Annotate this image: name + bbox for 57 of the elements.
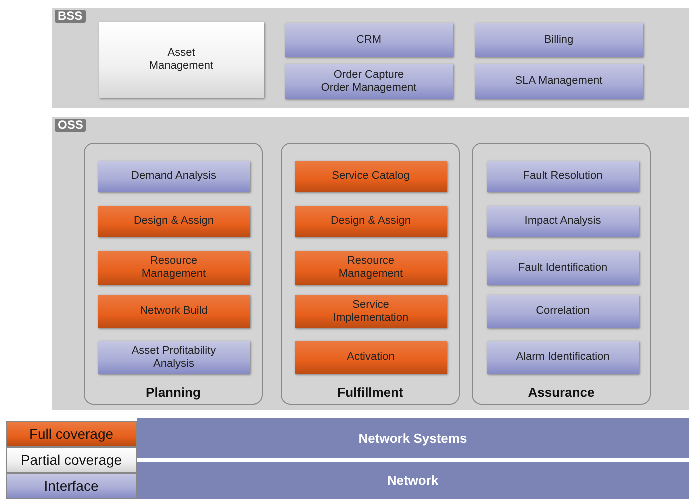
box-label: Correlation bbox=[536, 305, 590, 318]
layer-band bbox=[137, 418, 689, 458]
box-label: Activation bbox=[347, 351, 395, 364]
heading: Planning bbox=[145, 386, 202, 399]
box-label: Alarm Identification bbox=[516, 351, 610, 364]
layer-band bbox=[137, 462, 689, 499]
box-label: Impact Analysis bbox=[524, 215, 602, 228]
section-panel bbox=[52, 117, 689, 410]
process-box bbox=[285, 23, 453, 57]
process-box bbox=[98, 206, 250, 237]
group-panel bbox=[281, 143, 460, 405]
process-box bbox=[99, 22, 264, 98]
legend-label: Full coverage bbox=[29, 426, 114, 442]
heading: Network Systems bbox=[358, 432, 468, 444]
process-box bbox=[295, 295, 447, 328]
legend-label: Interface bbox=[44, 478, 99, 494]
process-box bbox=[285, 64, 453, 99]
heading: Network bbox=[387, 474, 439, 487]
box-label: Asset Management bbox=[148, 47, 215, 73]
process-box bbox=[98, 341, 250, 374]
box-label: Service Implementation bbox=[332, 298, 410, 324]
process-box bbox=[487, 206, 639, 237]
group-panel bbox=[84, 143, 263, 405]
box-label: Billing bbox=[544, 34, 574, 46]
heading: BSS bbox=[55, 10, 86, 23]
process-box bbox=[475, 64, 643, 99]
process-box bbox=[295, 251, 447, 285]
process-box bbox=[487, 161, 639, 192]
heading: Assurance bbox=[527, 386, 596, 399]
process-box bbox=[487, 251, 639, 285]
box-label: Network Build bbox=[140, 305, 208, 318]
box-label: Order Capture Order Management bbox=[320, 68, 418, 94]
process-box bbox=[295, 206, 447, 237]
heading: OSS bbox=[55, 119, 86, 132]
process-box bbox=[295, 341, 447, 374]
heading: Fulfillment bbox=[336, 386, 404, 399]
process-box bbox=[295, 161, 447, 192]
box-label: Asset Profitability Analysis bbox=[130, 344, 218, 370]
box-label: Fault Resolution bbox=[523, 170, 603, 183]
box-label: SLA Management bbox=[515, 75, 603, 88]
process-box bbox=[98, 251, 250, 285]
process-box bbox=[487, 341, 639, 374]
box-label: Design & Assign bbox=[134, 215, 214, 228]
box-label: Demand Analysis bbox=[132, 170, 216, 183]
process-box bbox=[475, 23, 643, 57]
process-box bbox=[98, 161, 250, 192]
process-box bbox=[487, 295, 639, 328]
box-label: Design & Assign bbox=[330, 215, 412, 228]
box-label: CRM bbox=[356, 34, 382, 46]
legend-label: Partial coverage bbox=[20, 452, 122, 468]
process-box bbox=[98, 295, 250, 328]
box-label: Service Catalog bbox=[332, 170, 410, 183]
box-label: Resource Management bbox=[338, 255, 404, 281]
group-panel bbox=[472, 143, 651, 405]
box-label: Fault Identification bbox=[518, 262, 608, 274]
section-panel bbox=[52, 8, 689, 108]
box-label: Resource Management bbox=[140, 255, 208, 281]
